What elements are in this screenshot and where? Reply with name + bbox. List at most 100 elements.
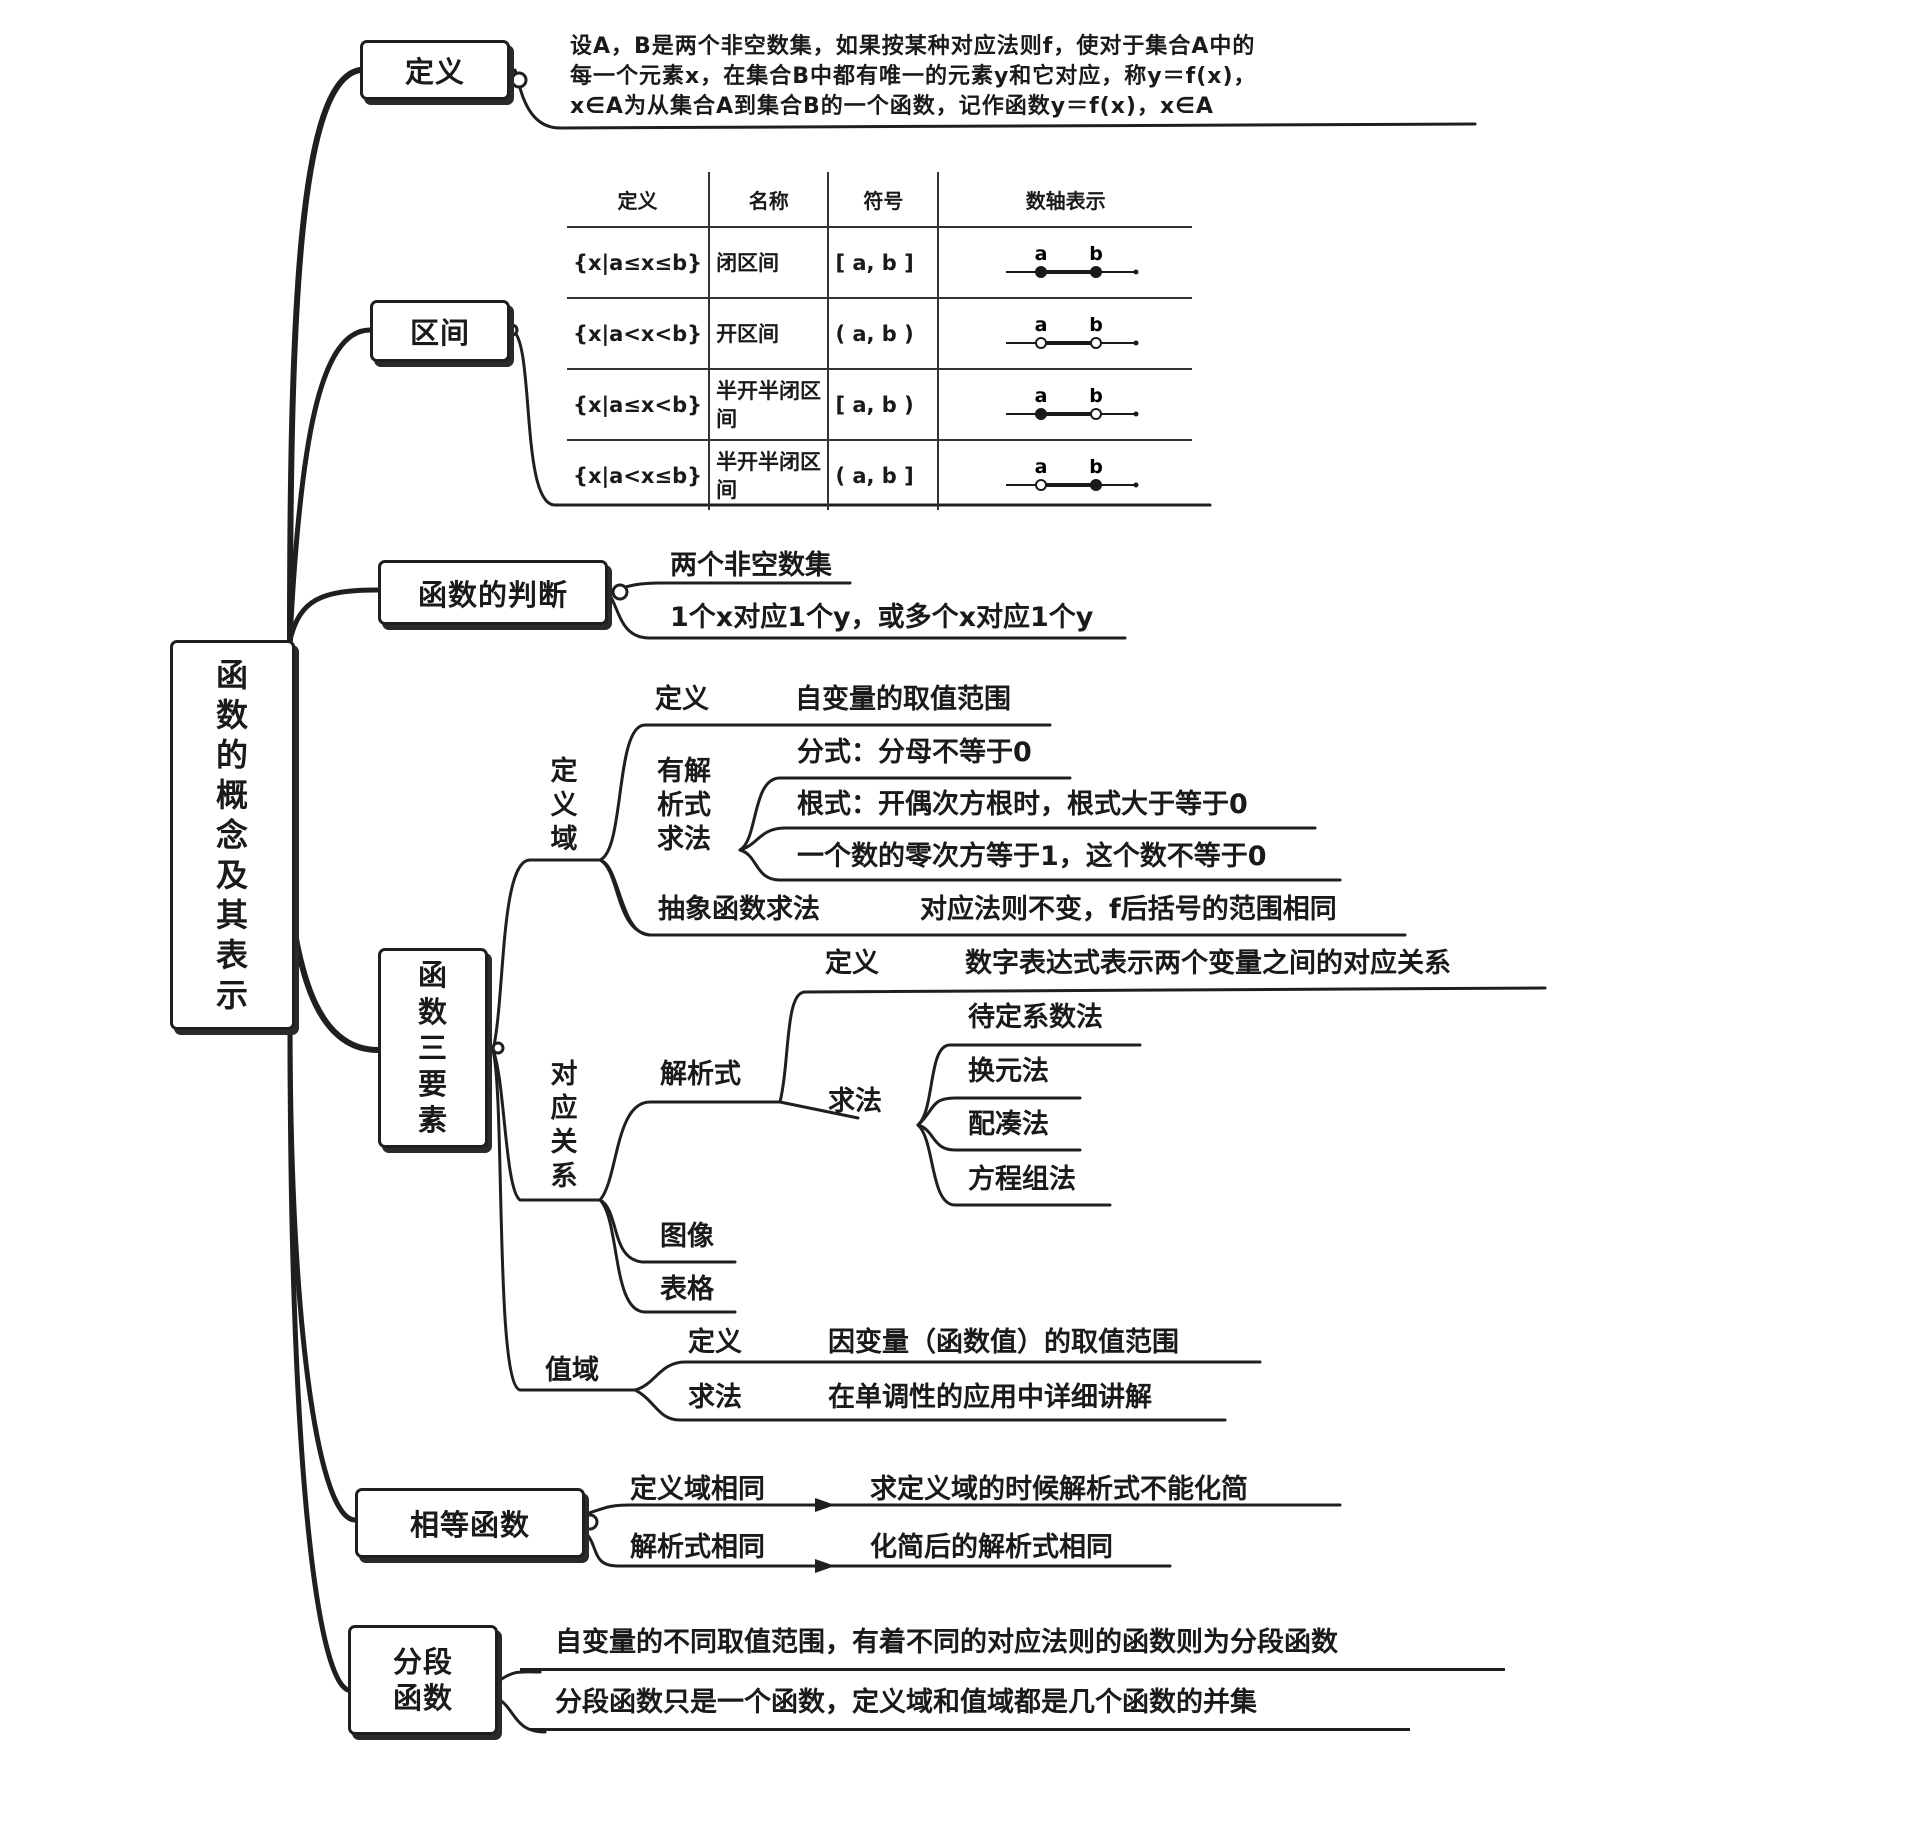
- closed-endpoint: [1089, 478, 1102, 491]
- branch-interval-node[interactable]: 区间: [370, 300, 510, 362]
- equal-condition-text: 求定义域的时候解析式不能化简: [870, 1474, 1248, 1505]
- piecewise-item-underline: [520, 1668, 1505, 1671]
- root-topic-node[interactable]: 函数的概念及其表示: [170, 640, 295, 1030]
- domain-label-char: 域: [550, 824, 578, 855]
- abstract-method-label: 抽象函数求法: [658, 894, 820, 925]
- branch-definition-node[interactable]: 定义: [360, 40, 510, 100]
- correspondence-label-char: 系: [550, 1161, 578, 1192]
- endpoint-label: a: [1034, 456, 1047, 478]
- range-definition-label: 定义: [688, 1327, 742, 1358]
- analytic-method-label-line: 析式: [657, 790, 711, 821]
- expression-method-item: 方程组法: [968, 1164, 1076, 1195]
- root-topic-char: 的: [215, 736, 249, 774]
- definition-text-line: x∈A为从集合A到集合B的一个函数，记作函数y＝f(x)，x∈A: [570, 94, 1214, 119]
- branch-piecewise-node[interactable]: 分段函数: [348, 1625, 498, 1735]
- table-representation-label: 表格: [660, 1274, 714, 1305]
- analytic-method-item: 一个数的零次方等于1，这个数不等于0: [797, 841, 1267, 872]
- piecewise-item: 分段函数只是一个函数，定义域和值域都是几个函数的并集: [555, 1687, 1257, 1718]
- open-endpoint: [1089, 336, 1102, 349]
- analytic-method-item: 分式：分母不等于0: [797, 737, 1032, 768]
- three-elements-char: 素: [417, 1103, 448, 1138]
- abstract-method-text: 对应法则不变，f后括号的范围相同: [920, 894, 1337, 925]
- root-topic-char: 概: [215, 776, 249, 814]
- branch-equal-functions-label: 相等函数: [409, 1508, 530, 1542]
- endpoint-label: b: [1089, 243, 1103, 265]
- number-line-end-dot: [1133, 482, 1139, 487]
- piecewise-item-underline: [530, 1728, 1410, 1731]
- interval-name-cell: 闭区间: [708, 227, 829, 299]
- analytic-method-item: 根式：开偶次方根时，根式大于等于0: [797, 789, 1248, 820]
- closed-endpoint: [1034, 265, 1047, 278]
- analytic-method-label: 有解析式求法: [657, 755, 711, 857]
- endpoint-label: a: [1034, 243, 1047, 265]
- number-line-end-dot: [1133, 269, 1139, 274]
- definition-text: 设A，B是两个非空数集，如果按某种对应法则f，使对于集合A中的 每一个元素x，在…: [570, 32, 1470, 122]
- expression-method-item: 配凑法: [968, 1109, 1049, 1140]
- interval-name-cell: 半开半闭区间: [708, 440, 829, 510]
- correspondence-label-char: 应: [550, 1093, 578, 1124]
- domain-label-char: 定: [550, 756, 578, 787]
- open-endpoint: [1034, 478, 1047, 491]
- definition-text-line: 设A，B是两个非空数集，如果按某种对应法则f，使对于集合A中的: [570, 34, 1256, 59]
- branch-equal-functions-node[interactable]: 相等函数: [355, 1488, 585, 1558]
- root-topic-char: 及: [215, 856, 249, 894]
- three-elements-char: 三: [417, 1030, 448, 1065]
- range-method-text: 在单调性的应用中详细讲解: [828, 1382, 1152, 1413]
- range-definition-text: 因变量（函数值）的取值范围: [828, 1327, 1179, 1358]
- three-elements-char: 数: [417, 994, 448, 1029]
- endpoint-label: b: [1089, 385, 1103, 407]
- interval-set-cell: {x|a≤x<b}: [567, 369, 710, 441]
- closed-endpoint: [1089, 265, 1102, 278]
- root-topic-char: 函: [215, 656, 249, 694]
- branch-judgement-node[interactable]: 函数的判断: [378, 560, 608, 625]
- branch-judgement-label: 函数的判断: [417, 577, 568, 612]
- definition-text-line: 每一个元素x，在集合B中都有唯一的元素y和它对应，称y＝f(x)，: [570, 64, 1257, 89]
- analytic-method-label-line: 求法: [657, 824, 711, 855]
- root-topic-char: 表: [215, 936, 249, 974]
- root-topic-char: 示: [215, 976, 249, 1014]
- interval-symbol-cell: [ a, b ): [827, 369, 939, 441]
- open-endpoint: [1034, 336, 1047, 349]
- expression-method-item: 换元法: [968, 1056, 1049, 1087]
- domain-label-char: 义: [550, 790, 578, 821]
- interval-header-symbol: 符号: [827, 172, 939, 228]
- expression-label: 解析式: [660, 1059, 741, 1090]
- domain-definition-text: 自变量的取值范围: [795, 684, 1011, 715]
- closed-endpoint: [1034, 407, 1047, 420]
- endpoint-label: a: [1034, 314, 1047, 336]
- correspondence-label: 对应关系: [544, 1058, 584, 1194]
- equal-condition-text: 化简后的解析式相同: [870, 1532, 1113, 1563]
- open-endpoint: [1089, 407, 1102, 420]
- endpoint-label: a: [1034, 385, 1047, 407]
- interval-name-cell: 开区间: [708, 298, 829, 370]
- interval-header-definition: 定义: [567, 172, 710, 228]
- equal-condition-label: 解析式相同: [630, 1532, 765, 1563]
- endpoint-label: b: [1089, 314, 1103, 336]
- endpoint-label: b: [1089, 456, 1103, 478]
- number-line-end-dot: [1133, 340, 1139, 345]
- expression-definition-text: 数字表达式表示两个变量之间的对应关系: [965, 948, 1451, 979]
- correspondence-label-char: 对: [550, 1059, 578, 1090]
- equal-condition-label: 定义域相同: [630, 1474, 765, 1505]
- judgement-item: 两个非空数集: [670, 550, 832, 581]
- branch-interval-label: 区间: [409, 316, 470, 350]
- analytic-method-label-line: 有解: [657, 756, 711, 787]
- judgement-item: 1个x对应1个y，或多个x对应1个y: [670, 602, 1094, 633]
- interval-set-cell: {x|a<x<b}: [567, 298, 710, 370]
- expression-definition-label: 定义: [825, 948, 879, 979]
- interval-name-cell: 半开半闭区间: [708, 369, 829, 441]
- domain-definition-label: 定义: [655, 684, 709, 715]
- branch-three-elements-node[interactable]: 函数三要素: [378, 948, 488, 1148]
- correspondence-label-char: 关: [550, 1127, 578, 1158]
